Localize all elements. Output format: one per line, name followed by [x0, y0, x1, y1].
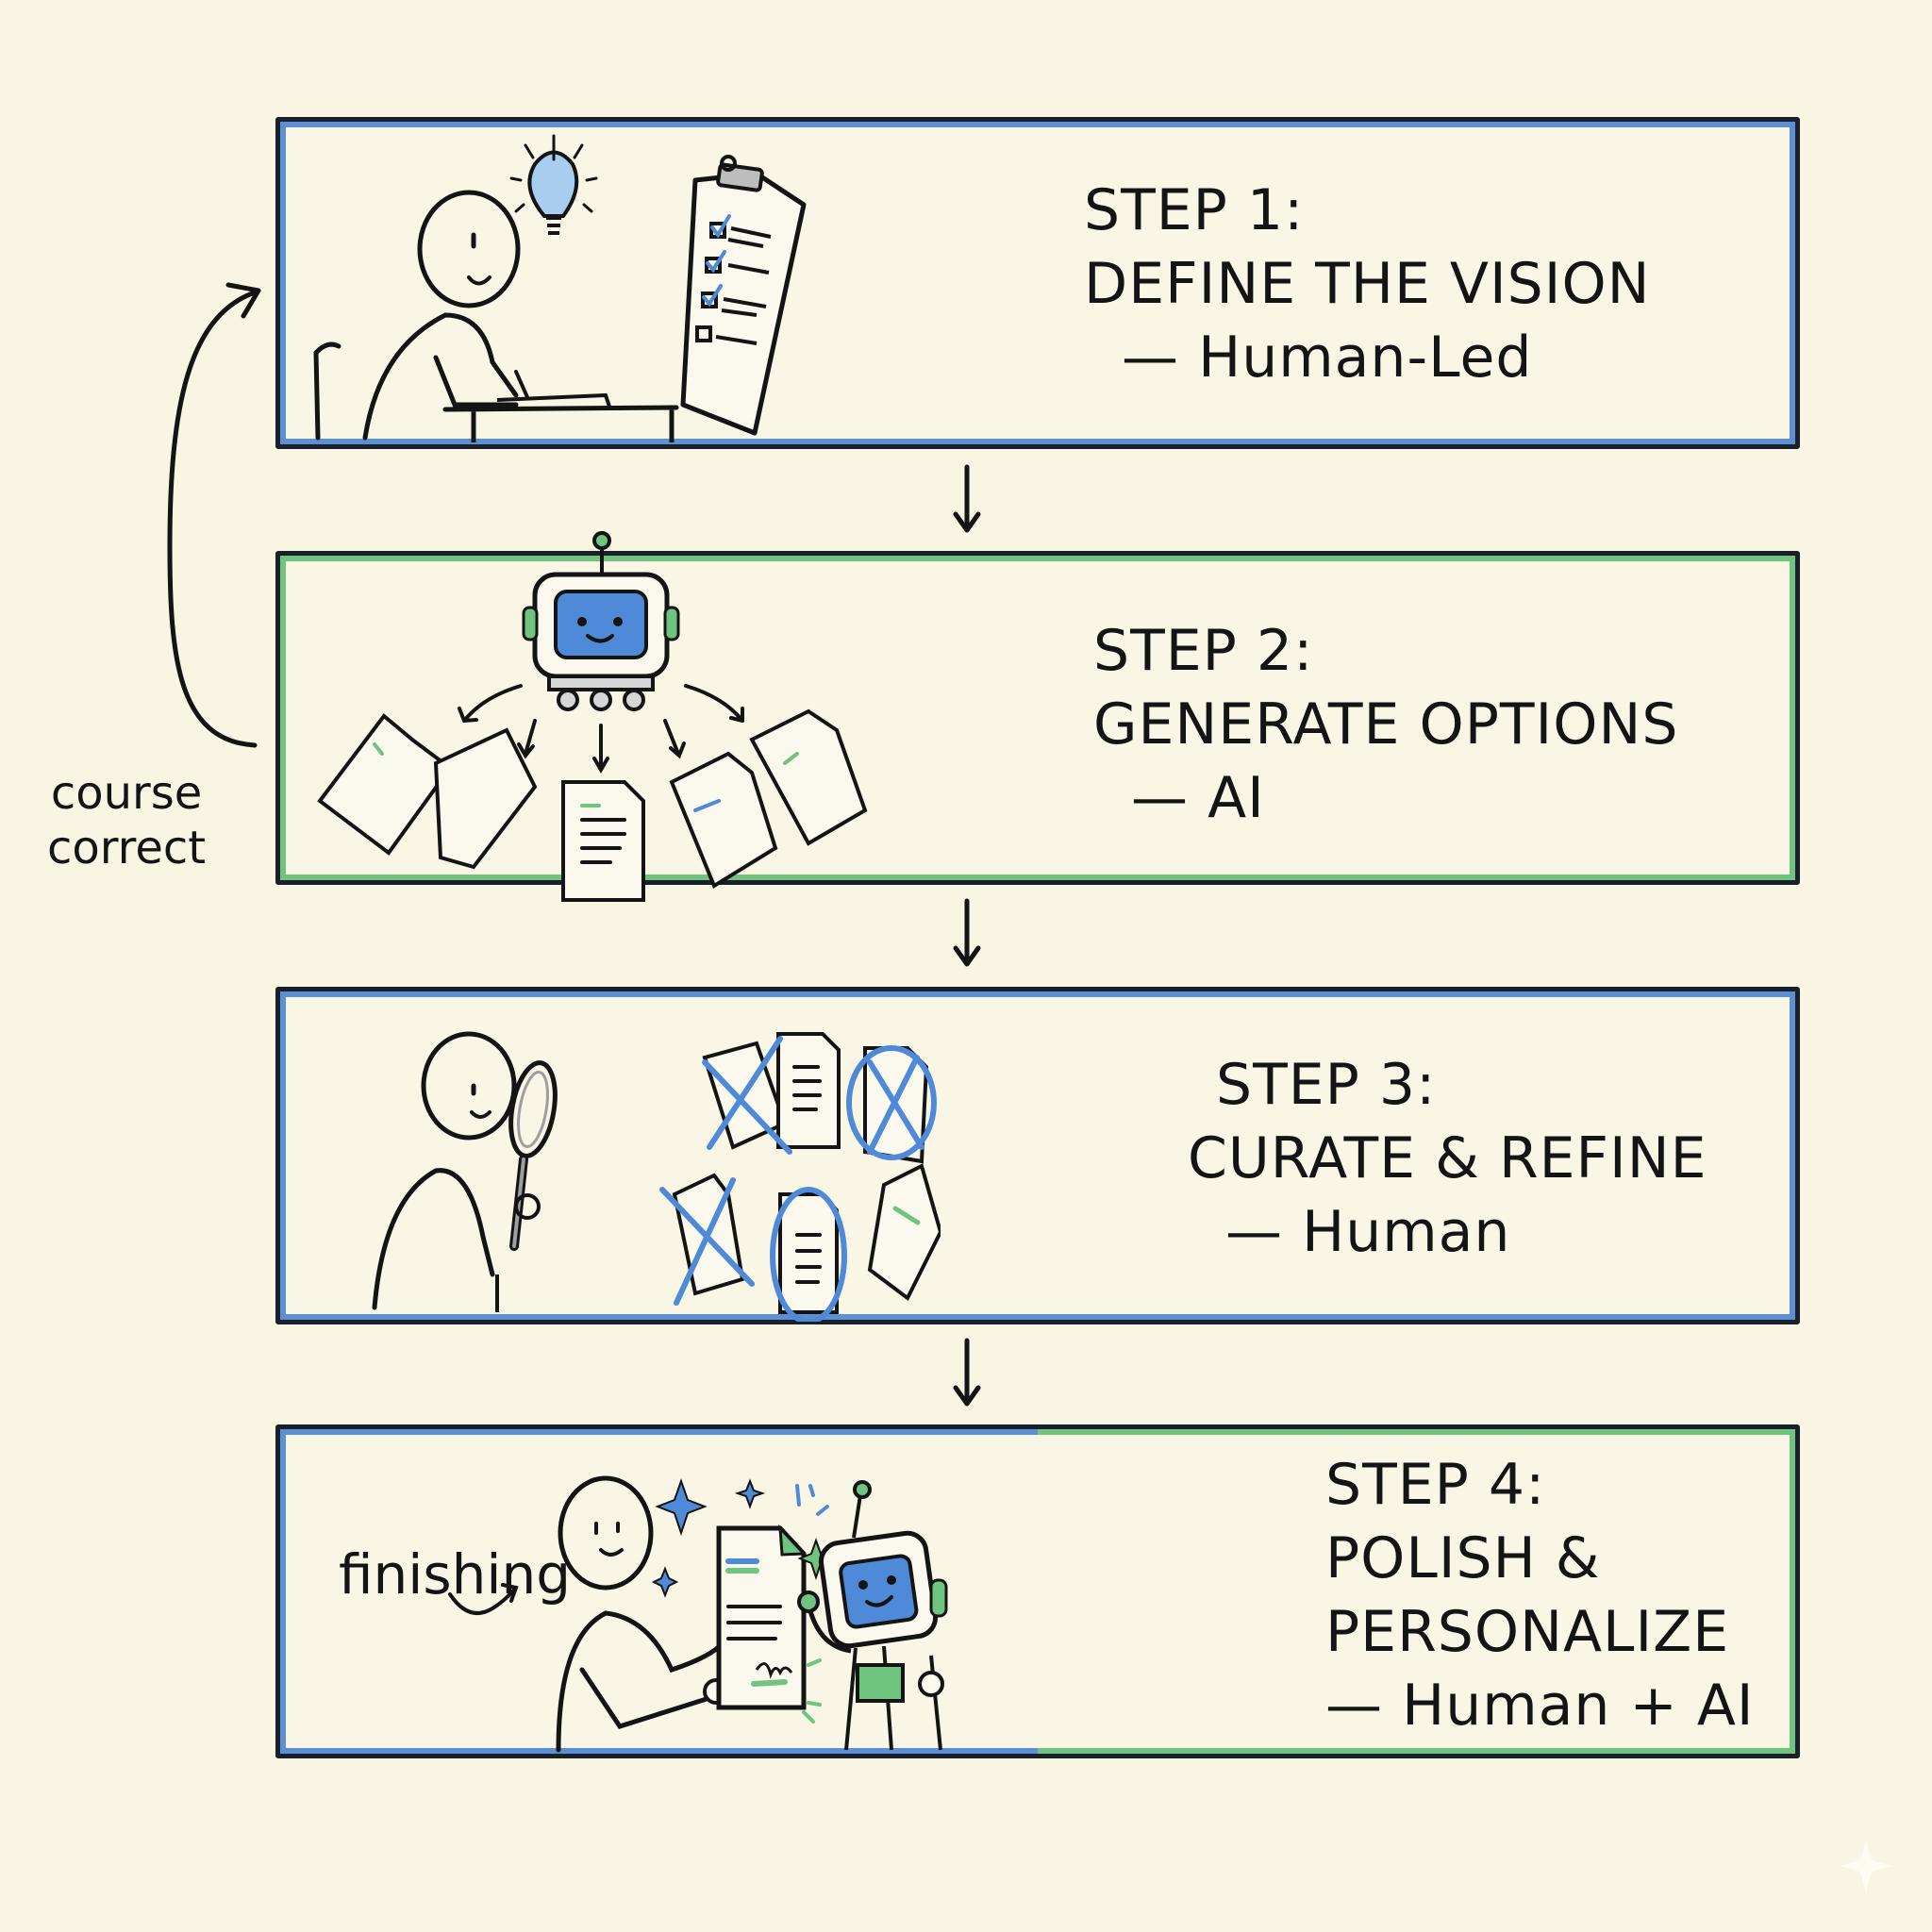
desk-icon	[442, 405, 679, 442]
step-2-panel: STEP 2: GENERATE OPTIONS — AI	[275, 531, 1800, 902]
generated-documents-icon	[317, 708, 868, 902]
step-3-owner: — Human	[1225, 1199, 1511, 1265]
collaboration-illustration	[448, 1475, 948, 1753]
step-1-title: DEFINE THE VISION	[1084, 251, 1651, 317]
arrow-head-icon	[225, 282, 261, 319]
course-correct-line1: course	[50, 767, 203, 820]
step-3-label: STEP 3:	[1216, 1052, 1437, 1118]
rejection-marks-icon	[659, 1036, 937, 1306]
robot-icon	[522, 531, 680, 711]
step-2-title: GENERATE OPTIONS	[1093, 691, 1679, 758]
course-correct-label: course correct	[47, 766, 206, 875]
pen-icon	[514, 370, 529, 399]
step-4-label: STEP 4:	[1325, 1452, 1546, 1518]
sparkle-icons	[651, 1477, 835, 1598]
watermark-sparkle-icon	[1840, 1840, 1892, 1892]
finishing-label: finishing	[339, 1542, 572, 1607]
finishing-arrow-icon	[448, 1583, 519, 1615]
chair-icon	[313, 341, 341, 441]
step-1-label: STEP 1:	[1084, 177, 1305, 243]
step-4-title-line2: PERSONALIZE	[1325, 1599, 1730, 1665]
robot-generating-illustration	[317, 531, 868, 902]
course-correct-line2: correct	[47, 822, 207, 874]
step-1-owner: — Human-Led	[1122, 325, 1533, 391]
step-4-title-line1: POLISH &	[1325, 1525, 1601, 1591]
step-1-panel: STEP 1: DEFINE THE VISION — Human-Led	[275, 117, 1800, 449]
step-4-owner: — Human + AI	[1325, 1673, 1755, 1739]
step-1-text: STEP 1: DEFINE THE VISION — Human-Led	[1084, 174, 1651, 394]
step-3-title: CURATE & REFINE	[1188, 1125, 1707, 1191]
step-2-label: STEP 2:	[1093, 618, 1314, 684]
generation-arrows-icon	[458, 684, 744, 774]
checklist-clipboard-icon	[680, 155, 807, 436]
person-with-magnifier-icon	[372, 1031, 558, 1312]
robot-helper-icon	[797, 1480, 948, 1751]
step-4-text: STEP 4: POLISH & PERSONALIZE — Human + A…	[1325, 1448, 1755, 1742]
person-head-icon	[417, 190, 521, 308]
course-correct-arrow	[167, 282, 261, 748]
curation-illustration	[372, 1031, 941, 1322]
person-icon	[556, 1475, 729, 1753]
step-3-panel: STEP 3: CURATE & REFINE — Human	[275, 987, 1800, 1324]
person-at-desk-illustration	[313, 134, 807, 442]
down-arrow-2-icon	[953, 898, 981, 967]
lightbulb-icon	[509, 134, 598, 235]
down-arrow-1-icon	[953, 464, 981, 533]
step-2-owner: — AI	[1131, 765, 1265, 831]
step-4-panel: finishing	[275, 1424, 1800, 1758]
selected-document-circle-icon	[770, 1187, 847, 1322]
down-arrow-3-icon	[953, 1338, 981, 1407]
step-3-text: STEP 3: CURATE & REFINE — Human	[1188, 1048, 1707, 1269]
step-2-text: STEP 2: GENERATE OPTIONS — AI	[1093, 614, 1678, 835]
polished-document-icon	[716, 1524, 808, 1710]
